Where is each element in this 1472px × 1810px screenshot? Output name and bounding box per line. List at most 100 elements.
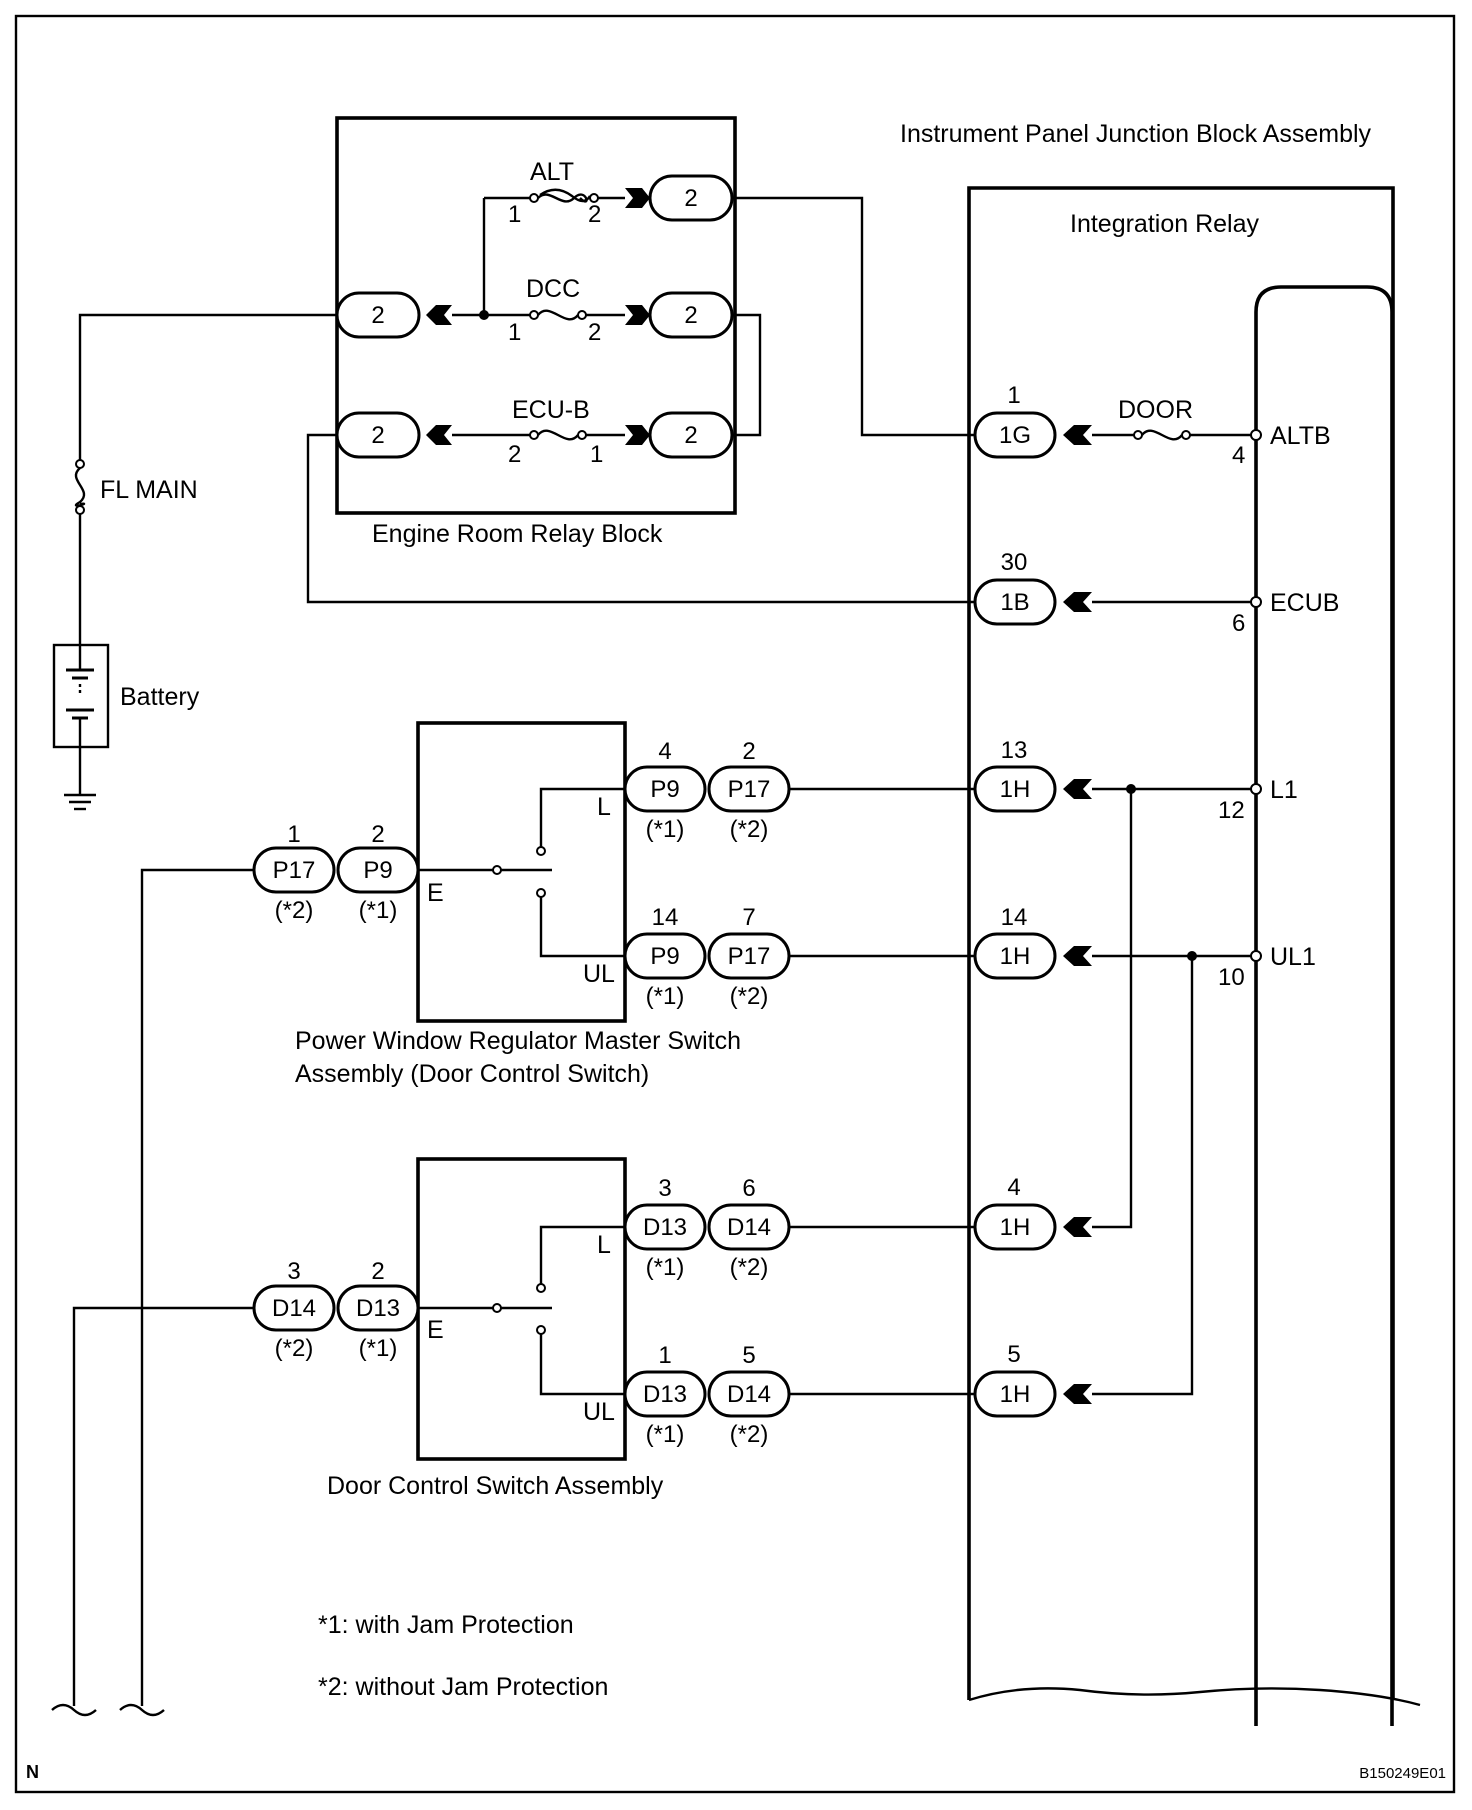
pin-number: 3 bbox=[658, 1175, 671, 1202]
pw-switch-title-2: Assembly (Door Control Switch) bbox=[295, 1060, 649, 1088]
dcc-ecub-loop-wire bbox=[732, 313, 762, 437]
connector-note: (*2) bbox=[275, 1335, 314, 1362]
door-fuse-icon bbox=[1141, 429, 1183, 441]
connector-label: D14 bbox=[272, 1295, 316, 1322]
ecub-to-1b-wire bbox=[306, 433, 975, 604]
connector-note: (*2) bbox=[730, 816, 769, 843]
pin-number: 6 bbox=[742, 1175, 755, 1202]
integration-relay-title: Integration Relay bbox=[1070, 210, 1260, 238]
connector-note: (*1) bbox=[359, 1335, 398, 1362]
connector-label: P17 bbox=[728, 776, 771, 803]
terminal-name: ECUB bbox=[1270, 589, 1339, 617]
connector-label: P9 bbox=[650, 776, 679, 803]
switch-contact bbox=[536, 1283, 546, 1293]
pin-number: 14 bbox=[652, 904, 679, 931]
alt-pin-in: 1 bbox=[508, 201, 521, 228]
wire-break-icon bbox=[119, 1703, 165, 1717]
door-e-connector-pair: 3 2 D14 D13 (*2) (*1) bbox=[252, 1258, 420, 1362]
outer-frame bbox=[14, 14, 1456, 1794]
wire-break-icon bbox=[51, 1703, 97, 1717]
er-connector-alt-label: 2 bbox=[684, 185, 697, 212]
er-connector-ecub-in-label: 2 bbox=[684, 422, 697, 449]
switch-pivot bbox=[492, 1303, 502, 1313]
door-terminal-e: E bbox=[427, 1316, 444, 1344]
alt-fuse-icon-2 bbox=[539, 188, 592, 203]
terminal-name: UL1 bbox=[1270, 943, 1316, 971]
figure-code: B150249E01 bbox=[1359, 1765, 1446, 1782]
fuse-pin bbox=[75, 459, 85, 469]
ecub-pin-left: 2 bbox=[508, 441, 521, 468]
terminal-number: 12 bbox=[1218, 797, 1245, 824]
relay-terminal-ul1: UL1 10 bbox=[1218, 943, 1316, 991]
dcc-fuse-icon bbox=[537, 309, 579, 321]
fuse-pin bbox=[529, 193, 539, 203]
corner-n-label: N bbox=[26, 1762, 39, 1782]
connector-arrow-icon bbox=[625, 305, 650, 325]
jb-pin-number: 4 bbox=[1007, 1174, 1020, 1201]
connector-note: (*2) bbox=[730, 1254, 769, 1281]
jb-connector-1h-14: 14 1H bbox=[973, 904, 1092, 980]
connector-label: P17 bbox=[273, 857, 316, 884]
pin-number: 5 bbox=[742, 1342, 755, 1369]
fl-main-label: FL MAIN bbox=[100, 476, 198, 504]
jb-connector-1g: 1 1G bbox=[973, 382, 1092, 459]
connector-label: P17 bbox=[728, 943, 771, 970]
er-connector-dcc-out-label: 2 bbox=[684, 302, 697, 329]
connector-note: (*1) bbox=[646, 816, 685, 843]
pw-terminal-e: E bbox=[427, 879, 444, 907]
dcc-pin-out: 2 bbox=[588, 319, 601, 346]
fuse-pin bbox=[577, 430, 587, 440]
connector-arrow-icon bbox=[625, 425, 650, 445]
connector-arrow-icon bbox=[426, 305, 452, 325]
fuse-pin bbox=[529, 430, 539, 440]
pw-terminal-ul: UL bbox=[583, 960, 615, 988]
er-relay-block-title: Engine Room Relay Block bbox=[372, 520, 663, 548]
terminal-number: 4 bbox=[1232, 442, 1245, 469]
er-connector-dcc-in-label: 2 bbox=[371, 302, 384, 329]
wire bbox=[539, 1334, 625, 1396]
terminal-number: 10 bbox=[1218, 964, 1245, 991]
jb-connector-1h-4: 4 1H bbox=[973, 1174, 1092, 1251]
jb-pin-number: 13 bbox=[1001, 737, 1028, 764]
connector-note: (*2) bbox=[730, 1421, 769, 1448]
pin-number: 2 bbox=[371, 1258, 384, 1285]
alt-pin-out: 2 bbox=[588, 201, 601, 228]
fuse-pin bbox=[1133, 430, 1143, 440]
fuse-pin bbox=[75, 505, 85, 515]
note-2: *2: without Jam Protection bbox=[318, 1673, 608, 1701]
jb-pin-number: 1 bbox=[1007, 382, 1020, 409]
pw-l-connector-pair: 4 2 P9 P17 (*1) (*2) bbox=[623, 738, 791, 843]
connector-label: D13 bbox=[643, 1381, 687, 1408]
relay-terminal-altb: ALTB 4 bbox=[1232, 422, 1331, 469]
pin-number: 1 bbox=[658, 1342, 671, 1369]
door-switch-title: Door Control Switch Assembly bbox=[327, 1472, 664, 1500]
ul1-branch-wire bbox=[1092, 956, 1194, 1396]
ecub-fuse-icon bbox=[537, 429, 579, 441]
alt-fuse-label: ALT bbox=[530, 158, 574, 186]
terminal-name: L1 bbox=[1270, 776, 1298, 804]
ip-jb-title: Instrument Panel Junction Block Assembly bbox=[900, 120, 1372, 148]
connector-label: D14 bbox=[727, 1381, 771, 1408]
pw-ul-connector-pair: 14 7 P9 P17 (*1) (*2) bbox=[623, 904, 791, 1010]
junction-dot bbox=[479, 310, 489, 320]
relay-terminal-ecub: ECUB 6 bbox=[1232, 589, 1339, 637]
door-ul-connector-pair: 1 5 D13 D14 (*1) (*2) bbox=[623, 1342, 791, 1448]
connector-label: D14 bbox=[727, 1214, 771, 1241]
switch-pivot bbox=[492, 865, 502, 875]
fl-main-fuse-icon bbox=[74, 467, 86, 507]
jb-connector-1h-5: 5 1H bbox=[973, 1341, 1092, 1418]
wire bbox=[539, 897, 625, 958]
integration-relay-box bbox=[1254, 285, 1394, 1726]
switch-contact bbox=[536, 1325, 546, 1335]
door-ground-wire bbox=[72, 1306, 254, 1706]
jb-connector-1b: 30 1B bbox=[973, 549, 1092, 626]
connector-note: (*1) bbox=[646, 1254, 685, 1281]
l1-branch-wire bbox=[1092, 789, 1133, 1229]
pw-e-connector-pair: 1 2 P17 P9 (*2) (*1) bbox=[252, 821, 420, 924]
dcc-pin-in: 1 bbox=[508, 319, 521, 346]
jb-pin-number: 14 bbox=[1001, 904, 1028, 931]
connector-label: D13 bbox=[356, 1295, 400, 1322]
pin-number: 7 bbox=[742, 904, 755, 931]
door-terminal-ul: UL bbox=[583, 1398, 615, 1426]
connector-note: (*1) bbox=[646, 983, 685, 1010]
